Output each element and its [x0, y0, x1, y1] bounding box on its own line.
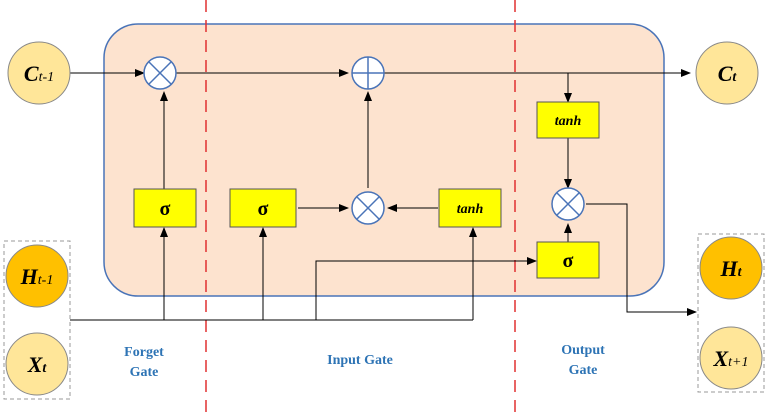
forget-gate-label-line2: Gate: [130, 365, 159, 380]
x-next-node: Xt+1: [699, 326, 763, 390]
h-prev-node: Ht-1: [5, 244, 69, 308]
lstm-cell-body: [103, 23, 665, 297]
c-next-base: C: [718, 61, 733, 86]
input-sigma-label: σ: [258, 198, 269, 220]
h-prev-sub: t-1: [38, 273, 54, 288]
output-tanh-box: tanh: [536, 101, 600, 139]
c-next-sub: t: [732, 70, 737, 85]
forget-sigma-label: σ: [160, 198, 171, 220]
svg-text:Xt+1: Xt+1: [712, 346, 748, 371]
c-prev-node: Ct-1: [7, 41, 71, 105]
x-curr-node: Xt: [5, 332, 69, 396]
input-multiply-op: [351, 191, 385, 225]
x-curr-sub: t: [42, 361, 47, 376]
output-sigma-label: σ: [563, 250, 574, 272]
forget-gate-label-line1: Forget: [124, 345, 164, 360]
output-tanh-label: tanh: [555, 114, 582, 129]
c-prev-sub: t-1: [39, 70, 55, 85]
x-next-sub: t+1: [728, 355, 748, 370]
input-tanh-label: tanh: [457, 202, 484, 217]
h-next-base: H: [719, 256, 738, 281]
h-prev-base: H: [20, 264, 39, 289]
c-prev-base: C: [24, 61, 39, 86]
output-gate-label-line2: Gate: [569, 363, 598, 378]
h-next-sub: t: [738, 265, 743, 280]
x-curr-base: X: [27, 352, 44, 377]
output-multiply-op: [551, 187, 585, 221]
svg-text:Xt: Xt: [27, 352, 48, 377]
input-tanh-box: tanh: [438, 188, 502, 228]
forget-multiply-op: [143, 56, 177, 90]
cell-add-op: [351, 56, 385, 90]
input-gate-label: Input Gate: [327, 353, 393, 368]
c-next-node: Ct: [695, 41, 759, 105]
svg-text:Ht-1: Ht-1: [20, 264, 54, 289]
output-sigma-box: σ: [536, 241, 600, 279]
h-next-node: Ht: [699, 236, 763, 300]
connections: [70, 69, 697, 321]
svg-text:Ht: Ht: [719, 256, 742, 281]
svg-text:Ct: Ct: [718, 61, 738, 86]
input-sigma-box: σ: [229, 188, 297, 228]
output-gate-label-line1: Output: [561, 343, 605, 358]
forget-sigma-box: σ: [133, 188, 197, 228]
svg-text:Ct-1: Ct-1: [24, 61, 54, 86]
x-next-base: X: [712, 346, 729, 371]
